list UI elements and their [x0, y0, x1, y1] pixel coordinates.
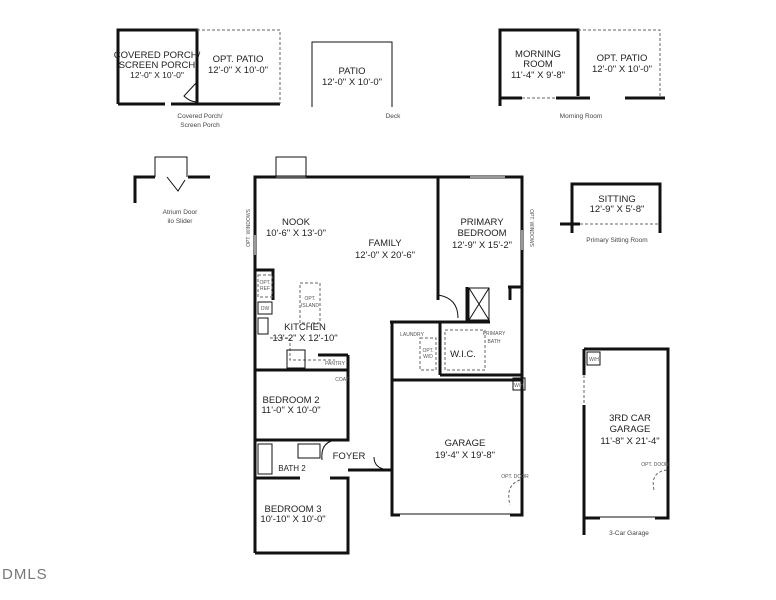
third-garage-caption: 3-Car Garage — [609, 530, 649, 537]
third-garage-dims: 11'-8" X 21'-4" — [600, 436, 659, 447]
bedroom2-label: BEDROOM 2 — [262, 395, 319, 406]
covered-porch-dims: 12'-0" X 10'-0" — [130, 70, 184, 80]
garage-wh: W/H — [514, 383, 524, 389]
sitting-dims: 12'-9" X 5'-8" — [590, 204, 645, 215]
opt-ref-label-1: OPT. — [259, 280, 270, 286]
morning-room-label-1: MORNING — [515, 49, 561, 60]
garage-label: GARAGE — [445, 438, 486, 449]
primary-bedroom-dims: 12'-9" X 15'-2" — [452, 240, 512, 251]
primary-bedroom-label-1: PRIMARY — [460, 217, 504, 228]
opt-island-label-2: ISLAND — [301, 303, 319, 309]
morning-room-label-2: ROOM — [523, 59, 553, 70]
opt-island-label-1: OPT. — [304, 296, 315, 302]
covered-porch-caption-1: Covered Porch/ — [177, 113, 222, 120]
sitting-room-option: SITTING 12'-9" X 5'-8" Primary Sitting R… — [560, 182, 662, 244]
family-label: FAMILY — [368, 238, 402, 249]
third-garage-opt-door: OPT. DOOR — [641, 462, 669, 468]
garage-opt-door: OPT. DOOR — [501, 474, 529, 480]
third-garage-label-1: 3RD CAR — [609, 413, 651, 424]
morning-room-dims: 11'-4" X 9'-8" — [511, 70, 565, 81]
atrium-caption-2: ilo Slider — [168, 218, 194, 225]
covered-porch-caption-2: Screen Porch — [180, 122, 220, 129]
primary-bath-label-1: PRIMARY — [483, 331, 506, 337]
family-dims: 12'-0" X 20'-6" — [355, 250, 415, 261]
atrium-door-option: Atrium Door ilo Slider — [133, 156, 210, 225]
covered-porch-label-1: COVERED PORCH/ — [114, 50, 201, 61]
deck-option: PATIO 12'-0" X 10'-0" Deck — [311, 41, 402, 120]
wic-label: W.I.C. — [450, 349, 476, 360]
morning-room-caption: Morning Room — [560, 113, 603, 120]
deck-caption: Deck — [386, 113, 402, 120]
nook-dims: 10'-6" X 13'-0" — [266, 228, 326, 239]
morning-opt-patio-label: OPT. PATIO — [597, 53, 648, 64]
main-floor-plan: NOOK 10'-6" X 13'-0" FAMILY 12'-0" X 20'… — [246, 156, 534, 555]
primary-bath-label-2: BATH — [488, 339, 501, 345]
primary-bedroom-label-2: BEDROOM — [457, 228, 506, 239]
bedroom3-dims: 10'-10" X 10'-0" — [260, 514, 325, 525]
atrium-caption-1: Atrium Door — [163, 209, 199, 216]
bath2-label: BATH 2 — [278, 464, 306, 473]
sitting-label: SITTING — [598, 194, 635, 205]
morning-room-option: MORNING ROOM 11'-4" X 9'-8" OPT. PATIO 1… — [498, 28, 665, 120]
opt-wd-label-2: W/D — [423, 354, 433, 360]
laundry-label: LAUNDRY — [400, 332, 424, 338]
garage-dims: 19'-4" X 19'-8" — [435, 450, 495, 461]
deck-patio-label: PATIO — [338, 66, 365, 77]
opt-wd-label-1: OPT. — [422, 348, 433, 354]
bedroom3-label: BEDROOM 3 — [264, 504, 321, 515]
kitchen-label: KITCHEN — [284, 322, 326, 333]
third-garage-label-2: GARAGE — [610, 424, 651, 435]
sitting-caption: Primary Sitting Room — [586, 237, 647, 244]
third-garage-wh: W/H — [589, 357, 599, 363]
bedroom2-dims: 11'-0" X 10'-0" — [261, 405, 320, 416]
opt-windows-right: OPT. WINDOWS — [528, 209, 534, 247]
deck-patio-dims: 12'-0" X 10'-0" — [322, 77, 382, 88]
kitchen-dims: 13'-2" X 12'-10" — [272, 333, 337, 344]
covered-porch-label-2: SCREEN PORCH — [119, 60, 196, 71]
foyer-label: FOYER — [333, 451, 366, 462]
opt-windows-left: OPT. WINDOWS — [246, 208, 252, 246]
opt-ref-label-2: REF — [260, 286, 270, 292]
dw-label: DW — [261, 306, 270, 312]
nook-label: NOOK — [282, 217, 311, 228]
covered-porch-option: COVERED PORCH/ SCREEN PORCH 12'-0" X 10'… — [114, 28, 281, 129]
coat-label: COAT — [335, 377, 349, 383]
opt-patio-dims: 12'-0" X 10'-0" — [208, 65, 268, 76]
pantry-label: PANTRY — [325, 361, 345, 367]
third-car-garage-option: W/H OPT. DOOR 3RD CAR GARAGE 11'-8" X 21… — [582, 347, 670, 537]
opt-patio-label: OPT. PATIO — [213, 54, 264, 65]
watermark: DMLS — [2, 566, 48, 583]
morning-opt-patio-dims: 12'-0" X 10'-0" — [592, 64, 652, 75]
